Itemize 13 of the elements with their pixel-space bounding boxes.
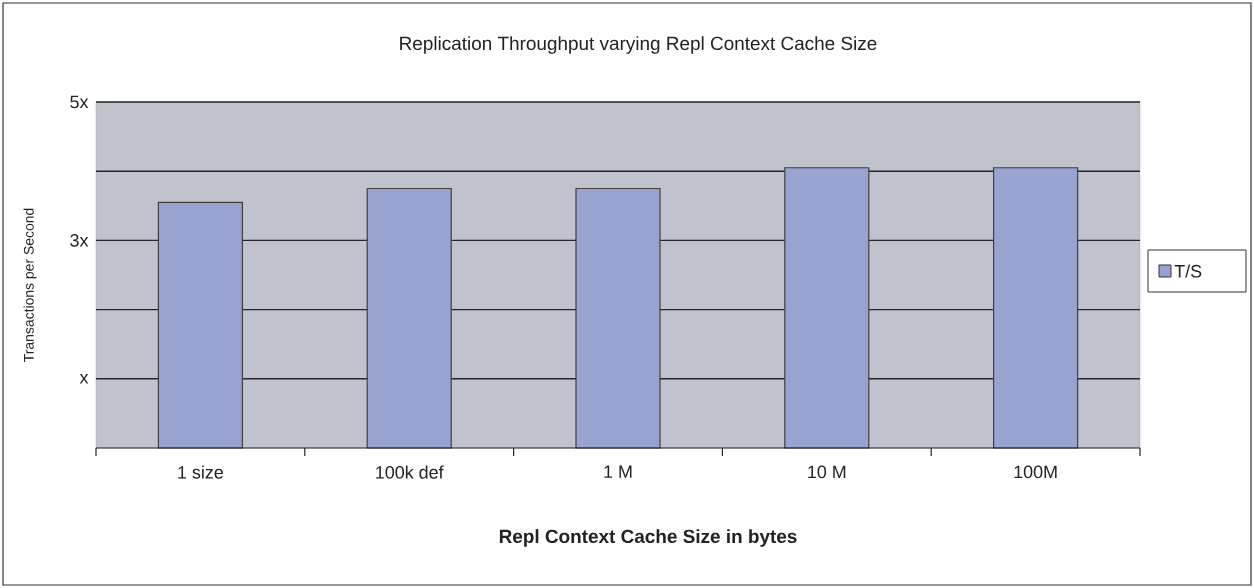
axis-title: Repl Context Cache Size in bytes [499, 529, 797, 547]
x-tick-label: 100M [1014, 465, 1057, 479]
x-tick-label: 1 size [178, 465, 224, 479]
x-tick-label: 100k def [376, 465, 444, 479]
y-tick-label: 5x [70, 95, 89, 109]
y-tick-label: 3x [70, 234, 89, 247]
x-tick-label: 10 M [808, 465, 846, 479]
axis-title: Transactions per Second [23, 208, 37, 362]
legend: T/S [1147, 249, 1247, 293]
x-tick-label: 1 M [604, 465, 632, 478]
y-tick-label: x [79, 374, 89, 384]
chart-title: Replication Throughput varying Repl Context Cache Size [400, 36, 877, 54]
legend-label: T/S [1174, 264, 1202, 278]
